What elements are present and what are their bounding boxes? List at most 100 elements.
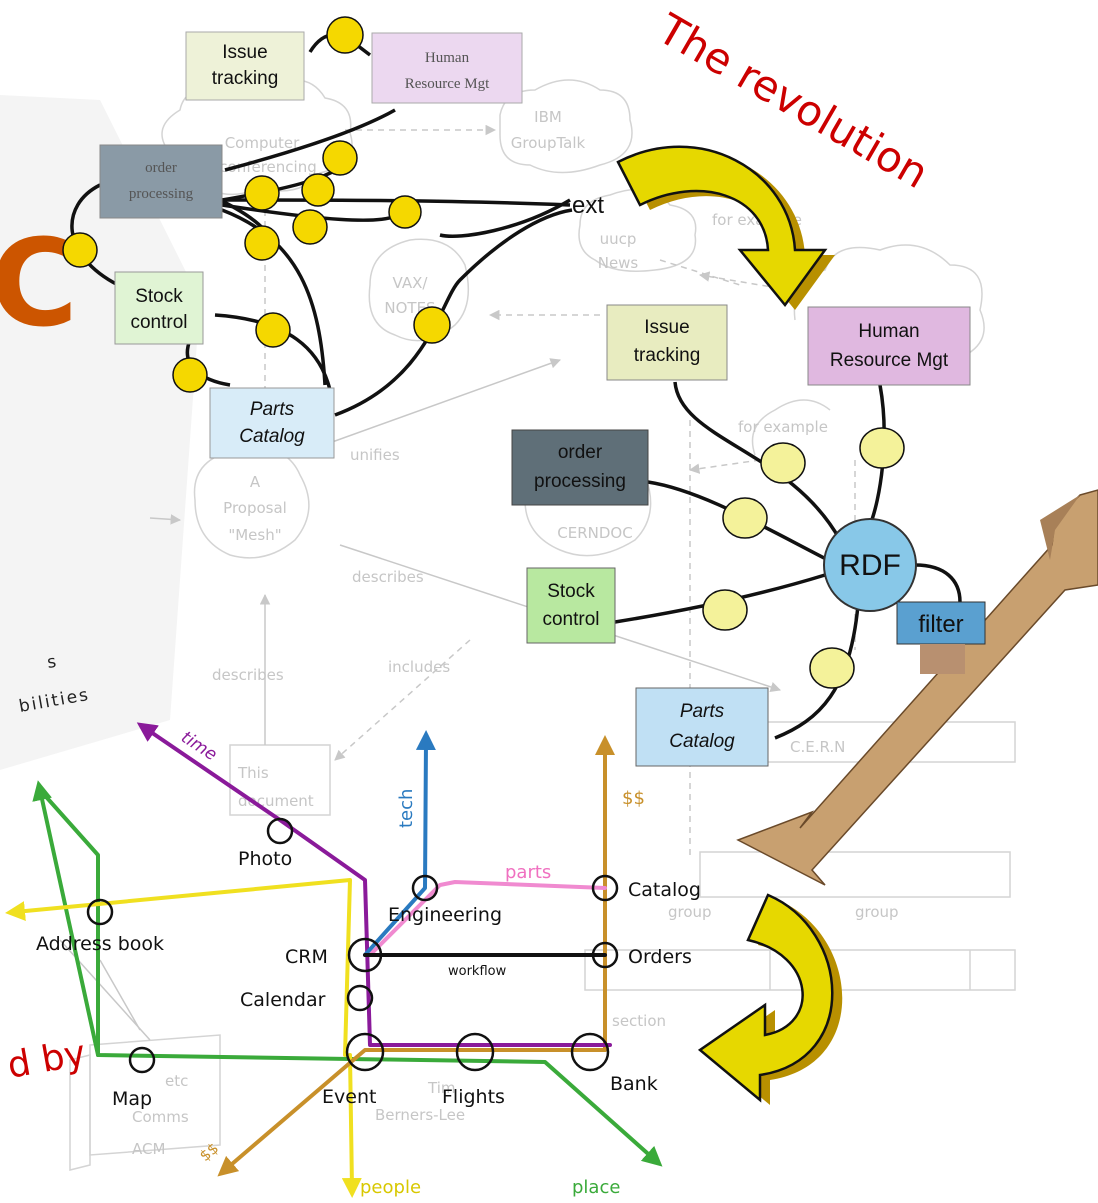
label-calendar: Calendar <box>240 989 326 1011</box>
old-order-line-2: processing <box>129 186 194 202</box>
label-tim: Tim <box>427 1079 455 1097</box>
rdf-issue-tracking-box: Issue tracking <box>606 304 728 381</box>
rdf-hr-line-2: Resource Mgt <box>830 350 949 371</box>
label-unifies: unifies <box>350 446 400 464</box>
rdf-order-processing-box: order processing <box>511 429 649 506</box>
old-mesh-yellow-dots <box>62 16 451 393</box>
label-news: News <box>598 254 639 272</box>
label-for-example-2: for example <box>738 418 828 436</box>
axis-money: $$ <box>622 788 645 809</box>
label-comms: Comms <box>132 1108 189 1126</box>
line-people-left <box>5 878 352 1057</box>
label-section: section <box>612 1012 666 1030</box>
connector-dot <box>702 589 748 631</box>
old-issue-tracking-box: Issue tracking <box>185 31 305 101</box>
rdf-hub-dots <box>702 427 905 689</box>
filter-box: filter <box>896 601 986 645</box>
label-includes: includes <box>388 658 450 676</box>
station-calendar <box>346 984 374 1012</box>
left-letter: C <box>0 215 78 354</box>
label-group-1: group <box>668 903 712 921</box>
old-parts-catalog-box: Parts Catalog <box>209 387 335 459</box>
label-photo: Photo <box>238 848 292 870</box>
cloud-uucp <box>578 188 697 272</box>
label-orders: Orders <box>628 946 692 968</box>
station-engineering <box>411 874 439 902</box>
old-hr-line-1: Human <box>425 50 470 66</box>
comms-box <box>89 1034 221 1156</box>
filter-tan-block <box>920 644 965 674</box>
label-computer: Computer <box>225 134 300 152</box>
label-crm: CRM <box>285 946 328 968</box>
station-address-book <box>86 898 114 926</box>
connector-dot <box>722 497 768 539</box>
cloud-ibm <box>499 79 633 174</box>
label-bank: Bank <box>610 1073 658 1095</box>
label-catalog: Catalog <box>628 879 701 901</box>
left-panel-fragment: C s bilities <box>0 95 200 770</box>
old-issue-line-1: Issue <box>222 42 267 63</box>
rdf-parts-catalog-box: Parts Catalog <box>635 687 769 767</box>
connector-dot <box>255 312 291 348</box>
background-labels: IBM GroupTalk Computer conferencing uucp… <box>132 108 899 1158</box>
rdf-parts-line-1: Parts <box>680 701 725 722</box>
label-flights: Flights <box>442 1086 505 1108</box>
old-human-resource-box: Human Resource Mgt <box>371 32 523 104</box>
label-cern: C.E.R.N <box>790 738 845 756</box>
label-address-book: Address book <box>36 933 164 955</box>
rdf-hr-line-1: Human <box>858 321 919 342</box>
old-stock-control-box: Stock control <box>114 271 204 345</box>
label-group-2: group <box>855 903 899 921</box>
rdf-order-line-1: order <box>558 442 603 463</box>
rdf-stock-line-1: Stock <box>547 581 595 602</box>
rdf-issue-line-1: Issue <box>644 317 689 338</box>
rdf-stock-line-2: control <box>542 609 599 630</box>
connector-dot <box>322 140 358 176</box>
label-ibm-2: GroupTalk <box>511 134 586 152</box>
label-etc: etc <box>165 1072 188 1090</box>
label-proposal-a: A <box>250 473 261 491</box>
line-people-down <box>341 1053 362 1198</box>
connector-dot <box>292 209 328 245</box>
label-ibm-1: IBM <box>534 108 562 126</box>
curved-arrow-bottom <box>697 893 843 1105</box>
rdf-node: RDF <box>823 518 917 612</box>
axis-money-bottom: $$ <box>196 1139 222 1165</box>
curved-arrow-top <box>616 145 835 310</box>
metro-stations <box>86 817 619 1074</box>
connector-dot <box>244 225 280 261</box>
label-this: This <box>237 764 269 782</box>
label-describes-1: describes <box>352 568 424 586</box>
connector-dot <box>301 173 335 207</box>
label-map: Map <box>112 1088 152 1110</box>
rdf-human-resource-box: Human Resource Mgt <box>807 306 971 386</box>
connector-dot <box>760 442 806 484</box>
old-stock-line-1: Stock <box>135 286 183 307</box>
tan-diagonal-arrow <box>736 489 1098 886</box>
line-money-down <box>217 1048 607 1177</box>
label-proposal: Proposal <box>223 499 287 517</box>
rdf-stock-control-box: Stock control <box>526 567 616 644</box>
ext-label: ext <box>572 192 604 219</box>
connector-dot <box>388 195 422 229</box>
axis-people: people <box>360 1177 421 1198</box>
connector-dot <box>62 232 98 268</box>
axis-tech: tech <box>396 789 417 828</box>
axis-time: time <box>177 727 220 765</box>
rdf-parts-line-2: Catalog <box>669 731 735 752</box>
old-parts-line-1: Parts <box>250 399 295 420</box>
old-order-processing-box: order processing <box>99 144 223 219</box>
old-parts-line-2: Catalog <box>239 426 305 447</box>
label-event: Event <box>322 1086 376 1108</box>
label-berners-lee: Berners-Lee <box>375 1106 465 1124</box>
rdf-order-line-2: processing <box>534 471 626 492</box>
connector-dot <box>859 427 905 469</box>
connector-dot <box>809 647 855 689</box>
station-crm <box>347 937 383 973</box>
station-catalog <box>591 874 619 902</box>
label-engineering: Engineering <box>388 904 502 926</box>
line-parts <box>368 880 607 957</box>
filter-label: filter <box>918 611 963 638</box>
label-workflow: workflow <box>448 964 507 979</box>
